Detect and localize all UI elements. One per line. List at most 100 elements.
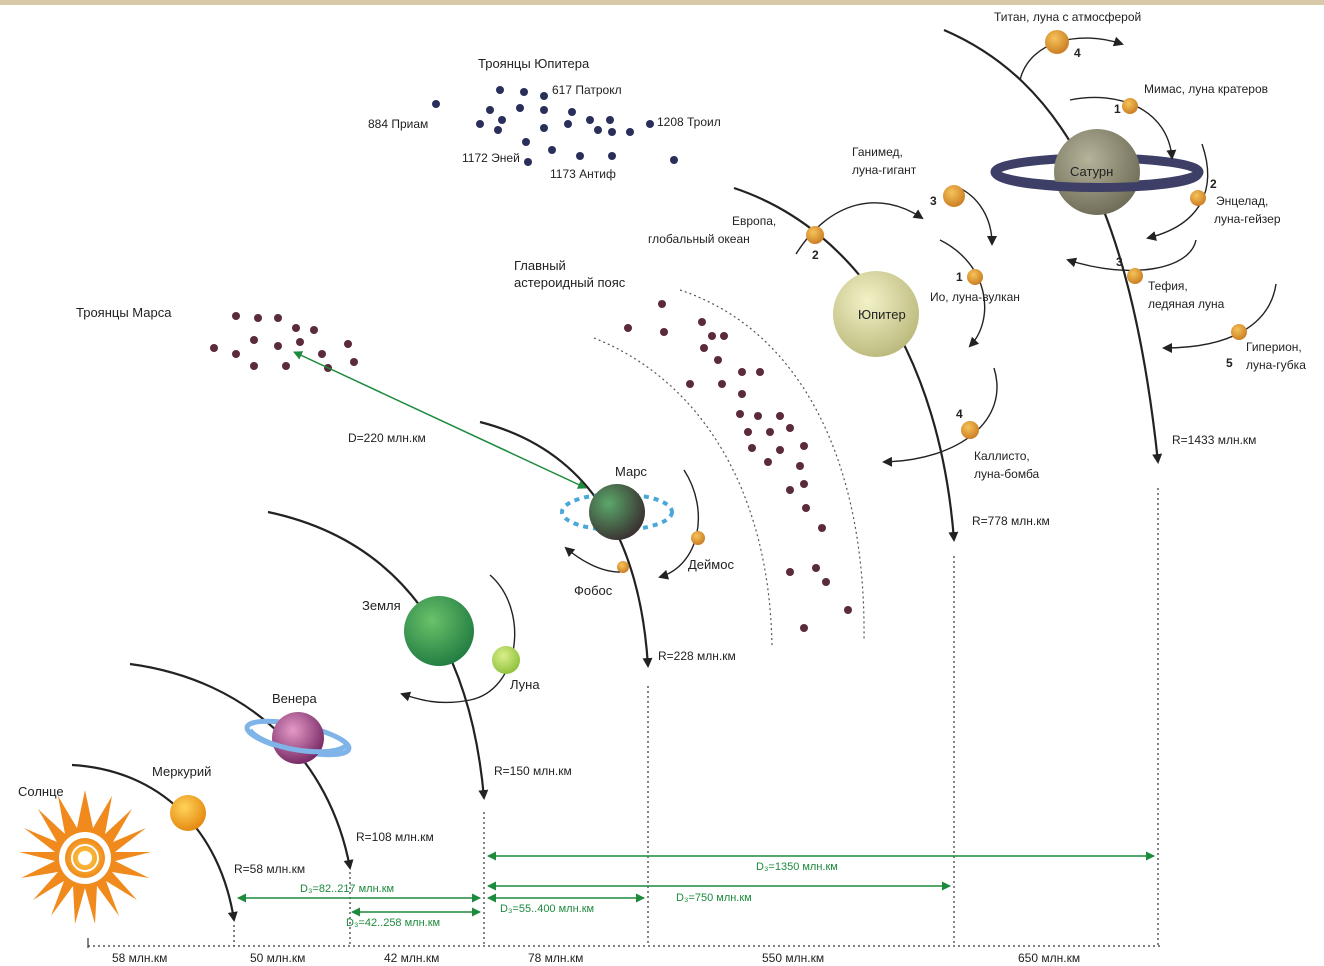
main-belt-asteroids — [624, 300, 852, 632]
venus-ring-front — [247, 728, 349, 755]
main-belt-asteroid — [766, 428, 774, 436]
enceladus-moon — [1190, 190, 1206, 206]
mars-trojan-asteroid — [310, 326, 318, 334]
enceladus-number: 2 — [1210, 177, 1217, 191]
jupiter-planet — [833, 271, 919, 357]
ganymede-label-2: луна-гигант — [852, 163, 917, 177]
tethys-moon — [1127, 268, 1143, 284]
io-orbit-arrow — [939, 239, 986, 348]
jupiter-trojan-asteroid — [540, 106, 548, 114]
delta-jupiter: D₃=750 млн.км — [676, 892, 752, 904]
main-belt-asteroid — [718, 380, 726, 388]
moon-label: Луна — [510, 677, 540, 692]
io-number: 1 — [956, 270, 963, 284]
trojan-priam: 884 Приам — [368, 117, 428, 131]
jupiter-trojan-asteroid — [516, 104, 524, 112]
jupiter-trojan-asteroid — [496, 86, 504, 94]
main-belt-asteroid — [748, 444, 756, 452]
scale-label-3: 42 млн.км — [384, 951, 439, 965]
scale-label-5: 550 млн.км — [762, 951, 824, 965]
delta-venus: D₃=82..217 млн.км — [300, 883, 394, 895]
mars-trojan-asteroid — [232, 312, 240, 320]
europa-label-1: Европа, — [732, 214, 776, 228]
titan-orbit-arrow — [1019, 36, 1124, 81]
mimas-orbit-arrow — [1069, 96, 1177, 160]
jupiter-trojan-asteroid — [568, 108, 576, 116]
earth-radius: R=150 млн.км — [494, 764, 572, 778]
enceladus-label-2: луна-гейзер — [1214, 212, 1281, 226]
jupiter-trojan-asteroid — [606, 116, 614, 124]
jupiter-orbit-arrow — [733, 186, 959, 542]
main-belt-asteroid — [738, 368, 746, 376]
hyperion-orbit-arrow — [1162, 283, 1277, 353]
delta-distance-arrows — [237, 851, 1155, 917]
europa-number: 2 — [812, 248, 819, 262]
scale-label-2: 50 млн.км — [250, 951, 305, 965]
mars-trojan-asteroid — [296, 338, 304, 346]
venus-radius: R=108 млн.км — [356, 830, 434, 844]
enceladus-label-1: Энцелад, — [1216, 194, 1268, 208]
main-belt-asteroid — [744, 428, 752, 436]
mars-trojan-distance: D=220 млн.км — [348, 431, 426, 445]
io-moon — [967, 269, 983, 285]
venus-label: Венера — [272, 691, 318, 706]
vertical-guides — [233, 488, 1159, 946]
main-belt-asteroid — [786, 568, 794, 576]
main-belt-title-1: Главный — [514, 258, 566, 273]
earth-label: Земля — [362, 598, 401, 613]
jupiter-trojan-asteroid — [476, 120, 484, 128]
jupiter-trojan-asteroid — [540, 92, 548, 100]
tethys-orbit-arrow — [1066, 239, 1197, 272]
mars-trojan-asteroid — [282, 362, 290, 370]
mars-orbit-arrow — [479, 420, 653, 668]
mars-trojan-asteroid — [274, 342, 282, 350]
main-belt-asteroid — [800, 442, 808, 450]
ganymede-moon — [943, 185, 965, 207]
moon-body — [492, 646, 520, 674]
mars-trojan-asteroid — [250, 362, 258, 370]
main-belt-asteroid — [786, 424, 794, 432]
mars-trojan-asteroid — [232, 350, 240, 358]
mars-trojans-title: Троянцы Марса — [76, 305, 172, 320]
mars-trojan-asteroid — [350, 358, 358, 366]
jupiter-trojan-asteroid — [432, 100, 440, 108]
callisto-label-2: луна-бомба — [974, 467, 1040, 481]
mimas-label: Мимас, луна кратеров — [1144, 82, 1268, 96]
main-belt-asteroid — [764, 458, 772, 466]
mars-trojan-asteroid — [250, 336, 258, 344]
main-belt-asteroid — [756, 368, 764, 376]
main-belt-asteroid — [802, 504, 810, 512]
jupiter-trojan-asteroid — [608, 128, 616, 136]
jupiter-trojan-asteroid — [548, 146, 556, 154]
sun-label: Солнце — [18, 784, 64, 799]
jupiter-trojan-asteroid — [670, 156, 678, 164]
main-belt-asteroid — [800, 480, 808, 488]
scale-label-4: 78 млн.км — [528, 951, 583, 965]
tethys-label-2: ледяная луна — [1148, 297, 1225, 311]
deimos-label: Деймос — [688, 557, 734, 572]
jupiter-trojan-asteroid — [564, 120, 572, 128]
mars-trojan-asteroid — [292, 324, 300, 332]
hyperion-moon — [1231, 324, 1247, 340]
saturn-orbit-arrow — [943, 28, 1163, 464]
mars-trojans-cluster — [210, 312, 358, 372]
main-belt-asteroid — [720, 332, 728, 340]
hyperion-label-1: Гиперион, — [1246, 340, 1302, 354]
titan-label: Титан, луна с атмосферой — [994, 10, 1141, 24]
belt-outer-edge — [679, 289, 865, 641]
tethys-number: 3 — [1116, 255, 1123, 269]
europa-moon — [806, 226, 824, 244]
mars-planet — [589, 484, 645, 540]
main-belt-asteroid — [796, 462, 804, 470]
mars-trojan-asteroid — [318, 350, 326, 358]
io-label: Ио, луна-вулкан — [930, 290, 1020, 304]
main-belt-asteroid — [624, 324, 632, 332]
callisto-moon — [961, 421, 979, 439]
delta-mars: D₃=42..258 млн.км — [346, 917, 440, 929]
belt-inner-edge — [593, 337, 773, 649]
saturn-planet — [1054, 129, 1140, 215]
ganymede-number: 3 — [930, 194, 937, 208]
hyperion-number: 5 — [1226, 356, 1233, 370]
main-belt-asteroid — [714, 356, 722, 364]
jupiter-radius: R=778 млн.км — [972, 514, 1050, 528]
